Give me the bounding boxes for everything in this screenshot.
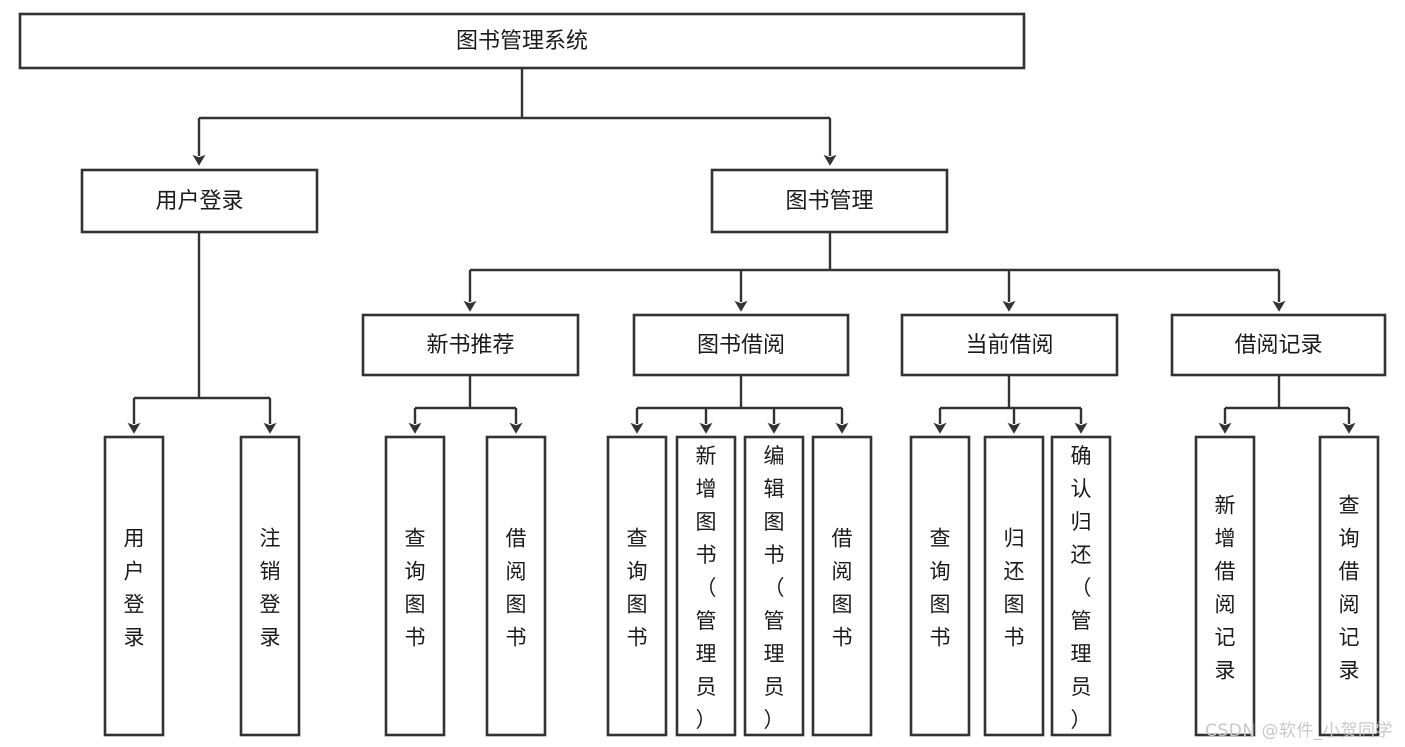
node-leaf-query-book-current-label: 查询图书 (930, 527, 951, 650)
node-leaf-user-login-box[interactable] (103, 435, 165, 737)
node-leaf-borrow-book-recommend[interactable]: 借阅图书 (485, 435, 547, 737)
node-leaf-borrow-book-label: 借阅图书 (832, 527, 853, 650)
node-user-login-box[interactable] (80, 168, 319, 234)
node-leaf-edit-book[interactable]: 编辑图书（管理员） (743, 435, 805, 737)
leaf-node-layer: 用户登录 注销登录 查询图书 借阅图书 查询图书 新增图书（管理员） 编辑图书（管理员） 借阅… (103, 435, 1380, 737)
node-leaf-add-record-box[interactable] (1194, 435, 1256, 737)
node-book-borrow[interactable]: 图书借阅 (632, 313, 850, 377)
node-root-label: 图书管理系统 (456, 29, 588, 54)
node-book-borrow-box[interactable] (632, 313, 850, 377)
node-root-box[interactable] (18, 12, 1026, 70)
node-leaf-user-logout-label: 注销登录 (260, 527, 281, 650)
node-leaf-user-logout[interactable]: 注销登录 (239, 435, 301, 737)
node-leaf-confirm-return[interactable]: 确认归还（管理员） (1050, 435, 1112, 737)
node-leaf-query-book-current-box[interactable] (909, 435, 971, 737)
node-leaf-borrow-book-recommend-label: 借阅图书 (506, 527, 527, 650)
node-leaf-query-book-current[interactable]: 查询图书 (909, 435, 971, 737)
node-user-login[interactable]: 用户登录 (80, 168, 319, 234)
node-leaf-edit-book-box[interactable] (743, 435, 805, 737)
node-root[interactable]: 图书管理系统 (18, 12, 1026, 70)
node-borrow-record-box[interactable] (1170, 313, 1387, 377)
node-leaf-query-record-label: 查询借阅记录 (1339, 494, 1360, 683)
node-leaf-query-book-borrow-label: 查询图书 (627, 527, 648, 650)
connector-layer (127, 68, 1356, 434)
node-user-login-label: 用户登录 (155, 189, 243, 214)
node-leaf-add-record-label: 新增借阅记录 (1215, 494, 1236, 683)
csdn-watermark: CSDN @软件_小贺同学 (1205, 721, 1393, 741)
node-book-borrow-label: 图书借阅 (697, 333, 785, 358)
node-current-borrow[interactable]: 当前借阅 (900, 313, 1119, 377)
node-leaf-confirm-return-box[interactable] (1050, 435, 1112, 737)
node-leaf-query-book-recommend[interactable]: 查询图书 (384, 435, 446, 737)
node-leaf-user-login-label: 用户登录 (124, 527, 145, 650)
node-book-manage-label: 图书管理 (785, 189, 873, 214)
node-leaf-return-book-box[interactable] (983, 435, 1045, 737)
node-book-manage-box[interactable] (710, 168, 949, 234)
node-leaf-add-book-box[interactable] (675, 435, 737, 737)
node-leaf-add-record[interactable]: 新增借阅记录 (1194, 435, 1256, 737)
node-leaf-add-book[interactable]: 新增图书（管理员） (675, 435, 737, 737)
node-leaf-borrow-book[interactable]: 借阅图书 (811, 435, 873, 737)
node-leaf-return-book-label: 归还图书 (1004, 527, 1025, 650)
node-borrow-record-label: 借阅记录 (1234, 333, 1322, 358)
node-book-manage[interactable]: 图书管理 (710, 168, 949, 234)
node-leaf-query-record[interactable]: 查询借阅记录 (1318, 435, 1380, 737)
node-leaf-query-book-borrow-box[interactable] (606, 435, 668, 737)
node-current-borrow-box[interactable] (900, 313, 1119, 377)
node-new-book-recommend[interactable]: 新书推荐 (361, 313, 580, 377)
node-leaf-add-book-label: 新增图书（管理员） (696, 444, 717, 732)
node-leaf-borrow-book-recommend-box[interactable] (485, 435, 547, 737)
node-leaf-return-book[interactable]: 归还图书 (983, 435, 1045, 737)
node-borrow-record[interactable]: 借阅记录 (1170, 313, 1387, 377)
node-leaf-query-book-borrow[interactable]: 查询图书 (606, 435, 668, 737)
node-leaf-borrow-book-box[interactable] (811, 435, 873, 737)
node-leaf-query-record-box[interactable] (1318, 435, 1380, 737)
node-leaf-user-login[interactable]: 用户登录 (103, 435, 165, 737)
node-leaf-edit-book-label: 编辑图书（管理员） (764, 444, 785, 732)
node-new-book-recommend-label: 新书推荐 (426, 333, 514, 358)
node-leaf-query-book-recommend-label: 查询图书 (405, 527, 426, 650)
node-leaf-query-book-recommend-box[interactable] (384, 435, 446, 737)
node-current-borrow-label: 当前借阅 (965, 333, 1053, 358)
node-leaf-user-logout-box[interactable] (239, 435, 301, 737)
node-leaf-confirm-return-label: 确认归还（管理员） (1071, 444, 1092, 732)
node-new-book-recommend-box[interactable] (361, 313, 580, 377)
